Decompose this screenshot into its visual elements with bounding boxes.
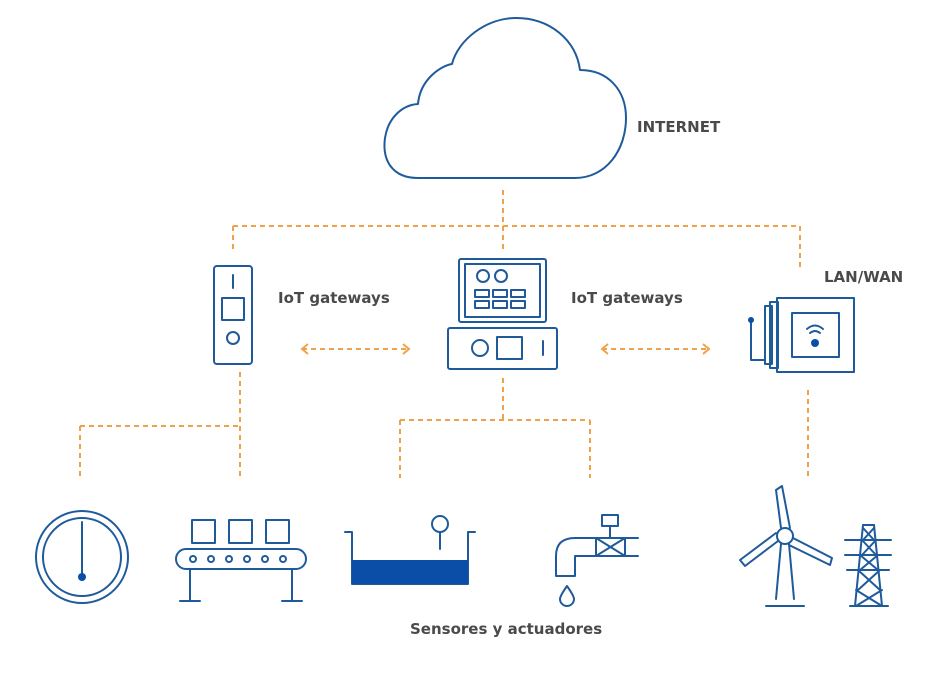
valve-faucet-icon — [555, 514, 639, 607]
gateway-device-icon — [213, 265, 253, 365]
cloud-icon — [383, 17, 627, 179]
power-tower-icon — [844, 524, 892, 607]
conveyor-belt-icon — [175, 519, 307, 602]
connectors — [79, 190, 809, 480]
internet-label: INTERNET — [637, 118, 721, 136]
tank-liquid — [352, 560, 468, 584]
sensors-label: Sensores y actuadores — [410, 620, 603, 638]
router-wifi-dot — [811, 339, 819, 347]
gauge-needle-pivot — [78, 573, 86, 581]
gateway-label-left: IoT gateways — [278, 289, 390, 307]
gateway-label-right: IoT gateways — [571, 289, 683, 307]
lan-wan-label: LAN/WAN — [824, 268, 904, 286]
router-antenna-tip — [748, 317, 754, 323]
wireless-router-icon — [750, 297, 855, 373]
control-panel-icon — [447, 258, 558, 370]
wind-turbine-icon — [739, 485, 833, 607]
arrowheads — [300, 343, 711, 355]
gauge-icon — [35, 510, 129, 604]
